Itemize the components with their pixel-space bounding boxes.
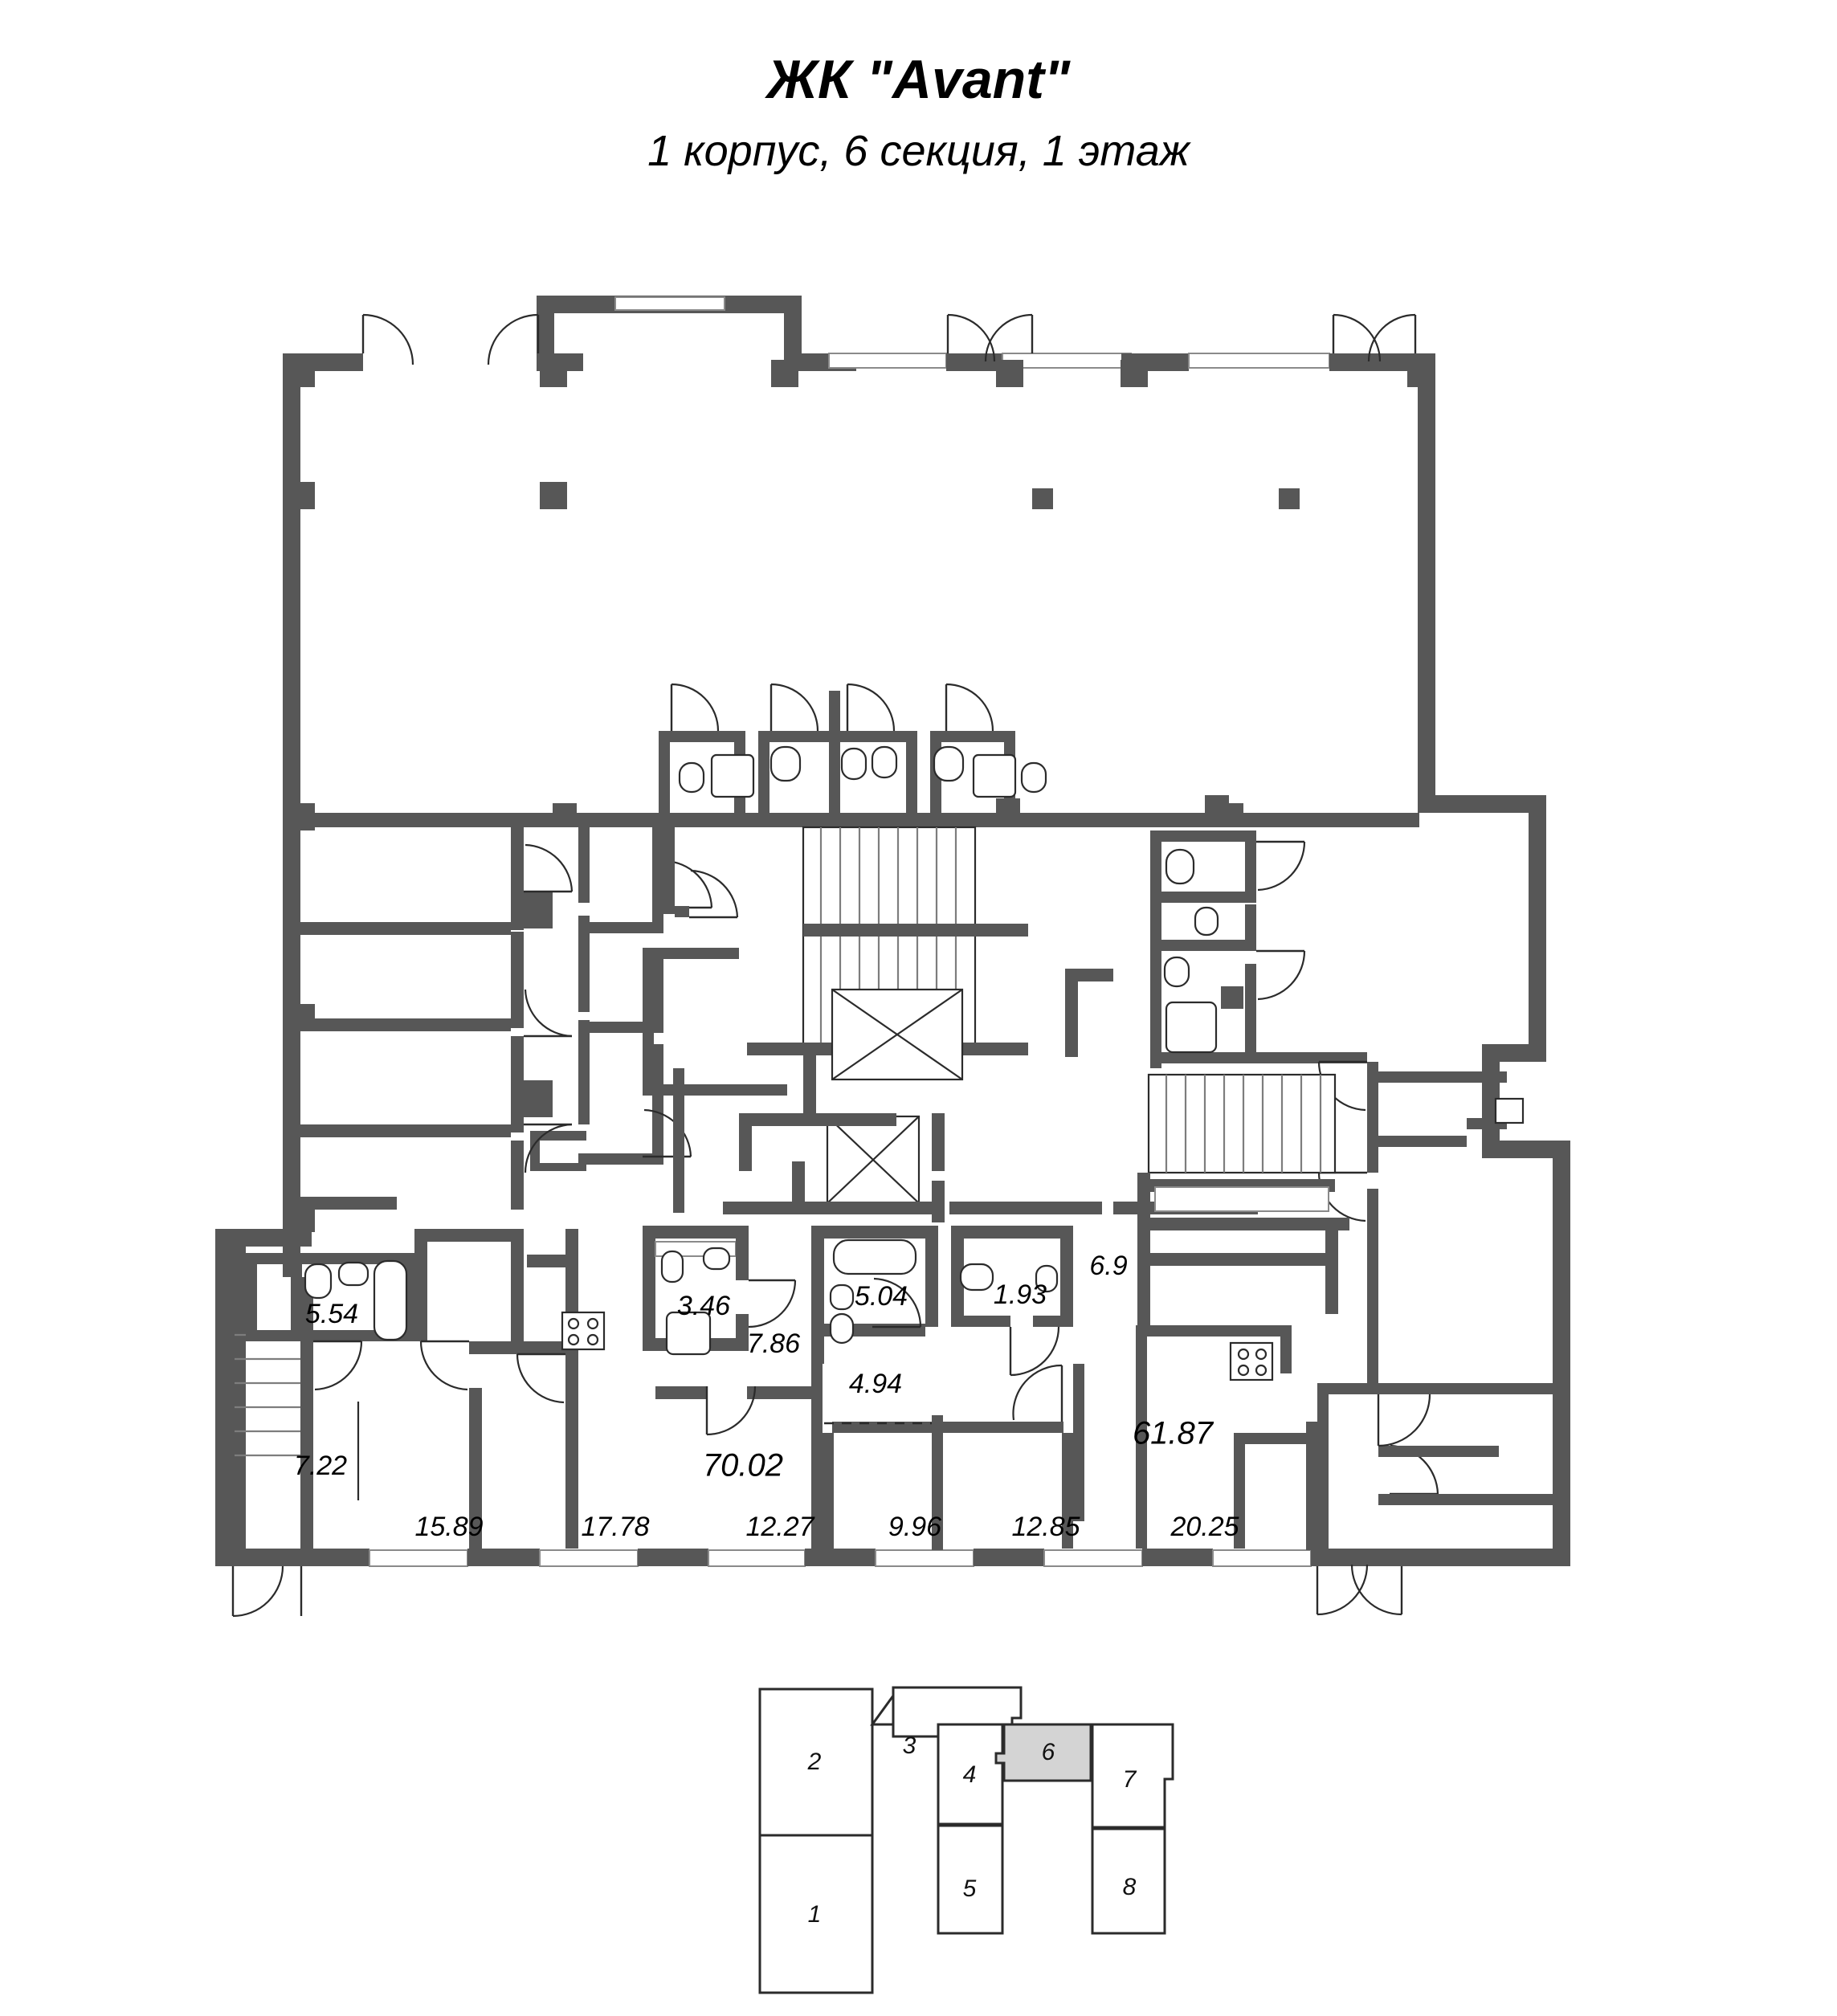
title-block: ЖК "Avant" 1 корпус, 6 секция, 1 этаж	[0, 48, 1837, 178]
key-section-4-shape[interactable]	[937, 1723, 1004, 1826]
right-lower-rooms	[1306, 1060, 1555, 1550]
key-section-1[interactable]	[758, 1834, 874, 1994]
area-label: 4.94	[849, 1369, 902, 1399]
key-label-8: 8	[1123, 1874, 1137, 1900]
key-section-6-shape[interactable]	[994, 1723, 1092, 1782]
key-section-2[interactable]	[758, 1687, 874, 1837]
key-section-5-shape[interactable]	[937, 1824, 1004, 1935]
section-key-diagram: 2 1 3 4 6 7 5 8	[0, 1683, 1837, 2012]
area-label: 70.02	[703, 1448, 783, 1483]
key-label-4: 4	[963, 1761, 977, 1788]
right-bath-block	[1150, 803, 1367, 1068]
elevator-shafts	[739, 988, 964, 1222]
secondary-staircase	[1137, 1073, 1349, 1325]
area-label: 15.89	[414, 1512, 483, 1542]
area-label: 12.85	[1011, 1512, 1080, 1542]
area-label: 20.25	[1170, 1512, 1239, 1542]
apartment-left	[233, 1229, 606, 1550]
apartment-right	[1136, 1325, 1325, 1549]
area-label: 17.78	[581, 1512, 649, 1542]
key-label-7: 7	[1123, 1766, 1137, 1793]
lift-small	[826, 1115, 921, 1205]
area-label: 6.9	[1089, 1251, 1127, 1281]
key-label-5: 5	[963, 1875, 977, 1902]
page-title: ЖК "Avant"	[766, 49, 1071, 110]
apartment-center	[643, 1226, 1084, 1550]
key-label-6: 6	[1042, 1739, 1055, 1765]
entrance-stair-treads	[235, 1333, 300, 1457]
key-section-8-shape[interactable]	[1091, 1827, 1166, 1935]
area-label: 7.22	[294, 1451, 347, 1481]
stove-icon	[561, 1311, 606, 1351]
area-label: 5.54	[305, 1299, 358, 1329]
stove-icon-2	[1229, 1341, 1274, 1381]
center-left-rooms	[643, 826, 787, 1158]
page-subtitle: 1 корпус, 6 секция, 1 этаж	[647, 127, 1190, 176]
key-section-7-shape[interactable]	[1091, 1723, 1174, 1829]
area-label: 12.27	[745, 1512, 814, 1542]
corridor-walls	[300, 813, 1419, 827]
lift-large	[831, 988, 964, 1081]
key-label-1: 1	[808, 1901, 822, 1928]
area-label: 5.04	[855, 1281, 908, 1312]
left-wing-partitions	[300, 826, 713, 1210]
key-label-3: 3	[903, 1732, 916, 1759]
area-label: 7.86	[747, 1328, 800, 1359]
area-label: 9.96	[888, 1512, 941, 1542]
area-label: 3.46	[677, 1291, 730, 1321]
area-label: 1.93	[994, 1279, 1047, 1310]
area-labels: 5.54 3.46 5.04 1.93 6.9 7.86 4.94 7.22 1…	[294, 1251, 1239, 1542]
area-label: 61.87	[1133, 1416, 1214, 1451]
entrance-doors	[231, 313, 1439, 1618]
key-label-2: 2	[807, 1749, 822, 1775]
